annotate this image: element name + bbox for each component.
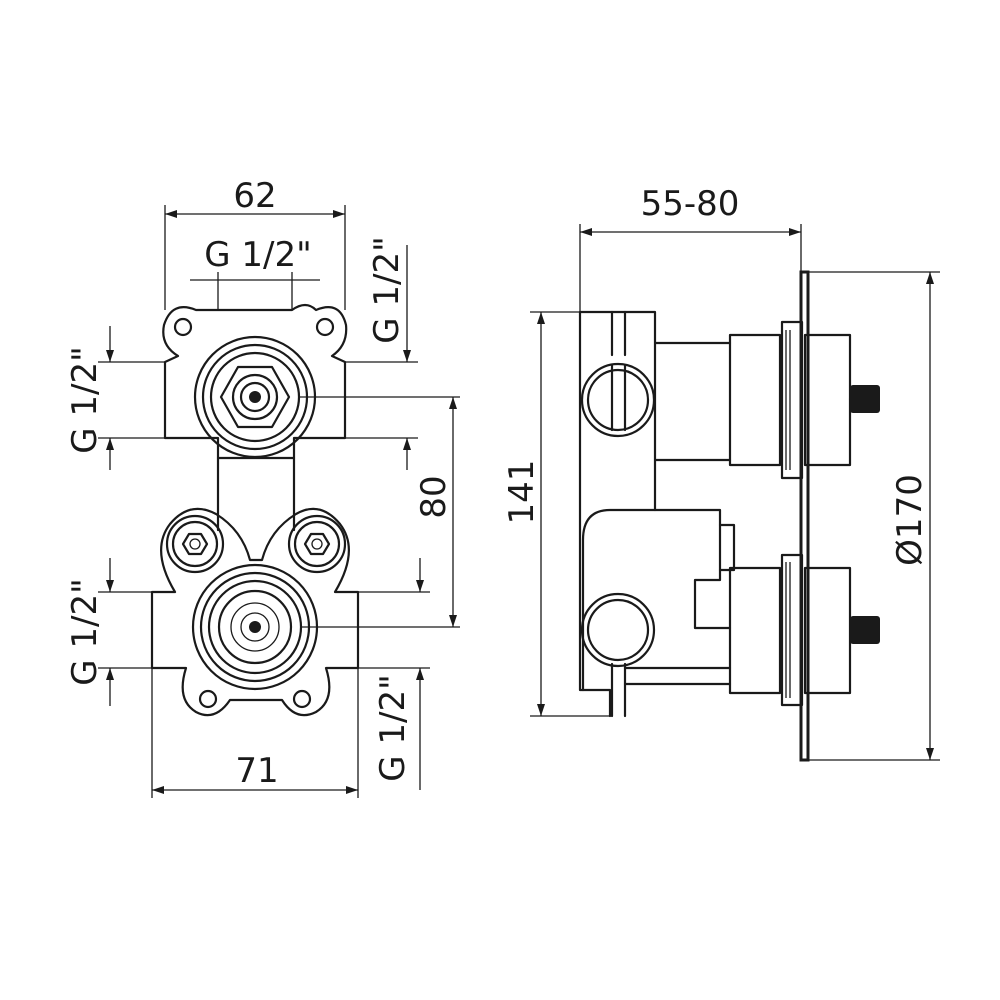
- lower-spindle: [850, 616, 880, 644]
- left-plug-core: [189, 538, 201, 550]
- side-lower-housing: [581, 508, 732, 692]
- upper-cartridge-collar: [780, 320, 804, 480]
- right-plug-core: [311, 538, 323, 550]
- side-upper-port: [580, 362, 656, 438]
- upper-cartridge-front: [803, 333, 852, 467]
- lower-valve-spindle: [240, 612, 270, 642]
- upper-valve-seat: [231, 373, 279, 421]
- dim-right-upper-label: G 1/2": [367, 236, 407, 344]
- dim-141-label: 141: [502, 460, 542, 525]
- front-view: 62 G 1/2" G 1/2" G 1/2" 80 G 1/2": [65, 176, 460, 798]
- side-body-outline: [578, 310, 732, 718]
- side-view: 55-80 141 Ø170: [502, 184, 940, 762]
- dim-right-lower-label: G 1/2": [373, 674, 413, 782]
- dim-80-label: 80: [414, 475, 454, 518]
- left-plug-hex: [181, 532, 209, 556]
- lower-body-outline: [150, 507, 360, 717]
- side-lower-port: [580, 592, 656, 668]
- connecting-neck: [216, 456, 296, 532]
- upper-valve-core: [249, 391, 261, 403]
- lower-valve-ring-5: [230, 602, 280, 652]
- dim-55-80-label: 55-80: [641, 184, 740, 224]
- mount-hole-lower-left: [198, 689, 218, 709]
- mount-hole-upper-right: [315, 317, 335, 337]
- side-upper-port-inner: [586, 368, 650, 432]
- left-plug-outer: [165, 514, 225, 574]
- upper-valve-spindle: [239, 381, 271, 413]
- lower-cartridge-front: [803, 566, 852, 695]
- mount-hole-upper-left: [173, 317, 193, 337]
- upper-valve-hex: [219, 365, 291, 429]
- right-plug-hex: [303, 532, 331, 556]
- lower-cartridge-collar: [780, 553, 804, 707]
- dim-top-inlet-label: G 1/2": [204, 235, 312, 275]
- side-lower-port-inner: [586, 598, 650, 662]
- dim-left-lower-label: G 1/2": [65, 578, 105, 686]
- left-plug-ring: [171, 520, 219, 568]
- dim-diameter-label: Ø170: [890, 474, 930, 566]
- mount-hole-lower-right: [292, 689, 312, 709]
- lower-cartridge-body: [728, 566, 782, 695]
- lower-valve-core: [249, 621, 261, 633]
- upper-body-outline: [162, 303, 348, 460]
- right-plug-ring: [293, 520, 341, 568]
- upper-cartridge-body: [728, 333, 782, 467]
- upper-spindle: [850, 385, 880, 413]
- cover-plate: [799, 270, 810, 762]
- dim-71-label: 71: [235, 751, 278, 791]
- lower-valve-ring-4: [217, 589, 293, 665]
- upper-valve-ring-3: [209, 351, 301, 443]
- right-plug-outer: [287, 514, 347, 574]
- dim-62-label: 62: [233, 176, 276, 216]
- dim-left-upper-label: G 1/2": [65, 346, 105, 454]
